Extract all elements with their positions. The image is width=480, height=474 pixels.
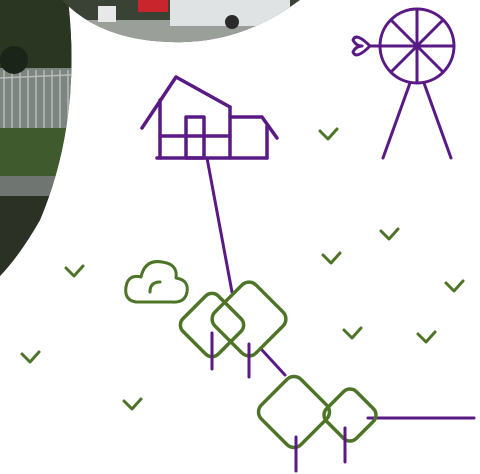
grass-tuft-icon xyxy=(446,281,463,291)
windmill-icon xyxy=(353,9,454,158)
grass-tuft-icon xyxy=(418,332,435,342)
grass-tuft-icon xyxy=(22,352,39,362)
photo-parked-car xyxy=(60,0,305,50)
grass-tufts xyxy=(22,129,463,409)
tree-icon xyxy=(254,372,333,451)
photo-street-scene xyxy=(0,0,90,286)
grass-tuft-icon xyxy=(381,229,398,239)
grass-tuft-icon xyxy=(320,129,337,139)
house-icon xyxy=(142,77,277,158)
grass-tuft-icon xyxy=(66,266,83,276)
grass-tuft-icon xyxy=(323,253,340,263)
grass-tuft-icon xyxy=(124,399,141,409)
path-line xyxy=(207,158,474,418)
grass-tuft-icon xyxy=(344,328,361,338)
tree-group xyxy=(177,278,380,452)
cloud-icon xyxy=(126,262,188,303)
